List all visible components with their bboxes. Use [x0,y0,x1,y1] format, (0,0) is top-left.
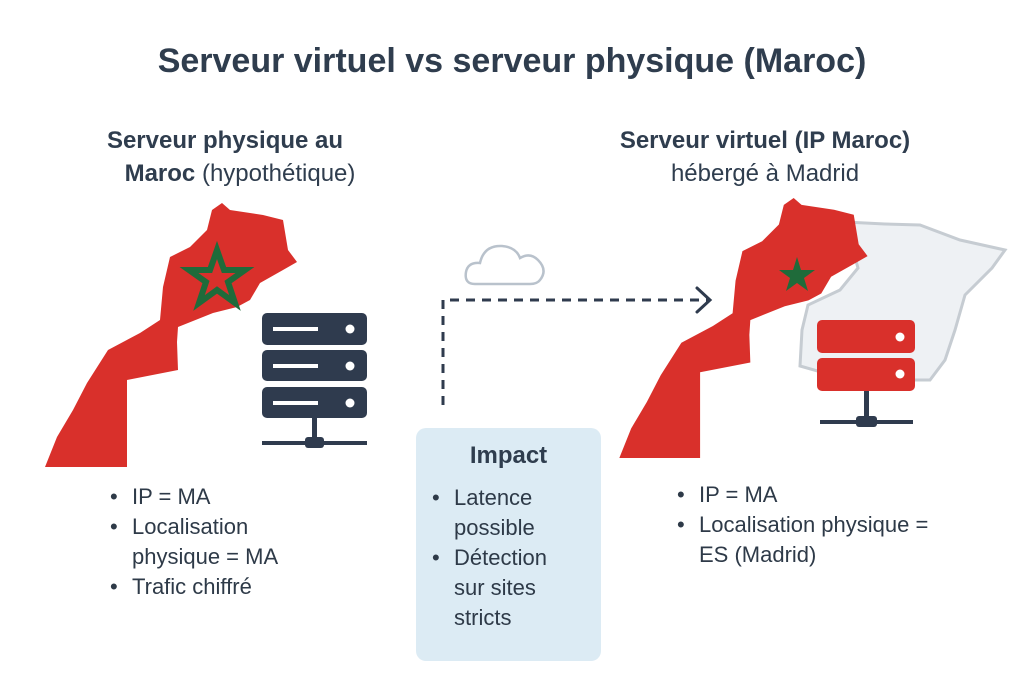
list-item: Localisation physique = MA [108,512,292,572]
server-icon-red [817,320,915,427]
star-icon [179,240,255,311]
left-heading: Serveur physique au Maroc (hypothétique) [60,124,390,190]
list-item: Détection sur sites stricts [430,543,579,633]
right-bullet-list: IP = MA Localisation physique = ES (Madr… [675,480,965,570]
left-heading-maroc: Maroc [124,160,196,187]
morocco-map-left [45,203,297,467]
cloud-icon [464,244,545,286]
list-item: IP = MA [675,480,965,510]
right-heading-line2: hébergé à Madrid [670,160,860,187]
server-icon-dark [262,313,367,448]
list-item: Trafic chiffré [108,572,308,602]
left-bullet-list: IP = MA Localisation physique = MA Trafi… [108,482,308,602]
right-heading: Serveur virtuel (IP Maroc) hébergé à Mad… [580,124,950,190]
page-title: Serveur virtuel vs serveur physique (Mar… [157,42,867,80]
dashed-arrow [441,286,713,405]
left-heading-rest: (hypothétique) [195,160,356,187]
impact-bullet-list: Latence possible Détection sur sites str… [430,483,585,633]
impact-title: Impact [469,442,548,469]
list-item: Latence possible [430,483,564,543]
right-heading-line1: Serveur virtuel (IP Maroc) [619,127,911,154]
list-item: IP = MA [108,482,308,512]
star-icon [779,257,815,291]
left-heading-line1: Serveur physique au [106,127,344,154]
impact-box: Impact Latence possible Détection sur si… [416,428,601,661]
list-item: Localisation physique = ES (Madrid) [675,510,959,570]
